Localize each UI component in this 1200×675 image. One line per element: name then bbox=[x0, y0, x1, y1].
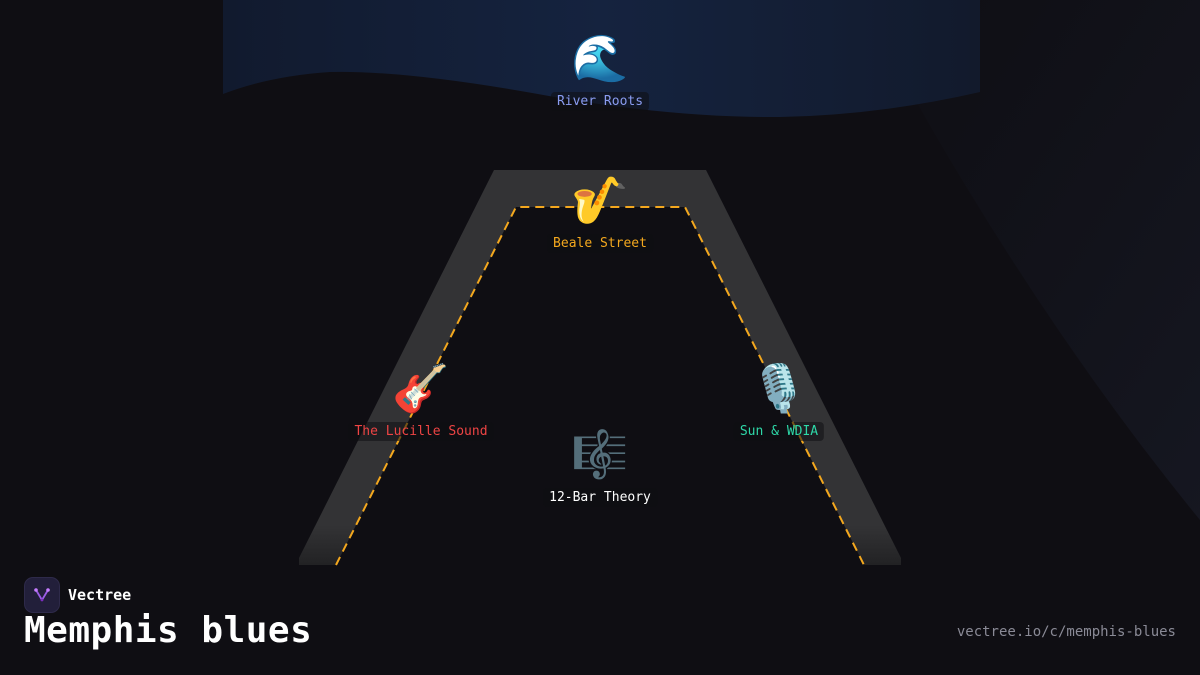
page-url[interactable]: vectree.io/c/memphis-blues bbox=[956, 624, 1176, 640]
lane-line bbox=[335, 206, 865, 566]
node-label: Sun & WDIA bbox=[733, 422, 825, 441]
vectree-logo-icon bbox=[24, 577, 60, 613]
brand[interactable]: Vectree bbox=[24, 577, 131, 613]
river-band bbox=[223, 0, 980, 118]
node-label: The Lucille Sound bbox=[348, 422, 494, 441]
node-label: Beale Street bbox=[547, 234, 653, 253]
node-label: River Roots bbox=[550, 92, 650, 111]
brand-name: Vectree bbox=[68, 586, 132, 604]
node-label: 12-Bar Theory bbox=[543, 488, 657, 507]
road-inner bbox=[336, 207, 864, 565]
musical-score-icon: 🎼 bbox=[571, 427, 629, 481]
node-sun-wdia[interactable]: 🎙️ Sun & WDIA bbox=[733, 360, 825, 441]
saxophone-icon: 🎷 bbox=[571, 173, 629, 227]
node-beale-street[interactable]: 🎷 Beale Street bbox=[547, 172, 653, 253]
background-glow bbox=[860, 0, 1200, 520]
wave-icon: 🌊 bbox=[571, 31, 629, 85]
microphone-icon: 🎙️ bbox=[750, 361, 808, 415]
page-title: Memphis blues bbox=[24, 610, 313, 651]
node-twelve-bar-theory[interactable]: 🎼 12-Bar Theory bbox=[543, 426, 657, 507]
node-river-roots[interactable]: 🌊 River Roots bbox=[550, 30, 650, 111]
guitar-icon: 🎸 bbox=[392, 361, 450, 415]
node-lucille-sound[interactable]: 🎸 The Lucille Sound bbox=[348, 360, 494, 441]
